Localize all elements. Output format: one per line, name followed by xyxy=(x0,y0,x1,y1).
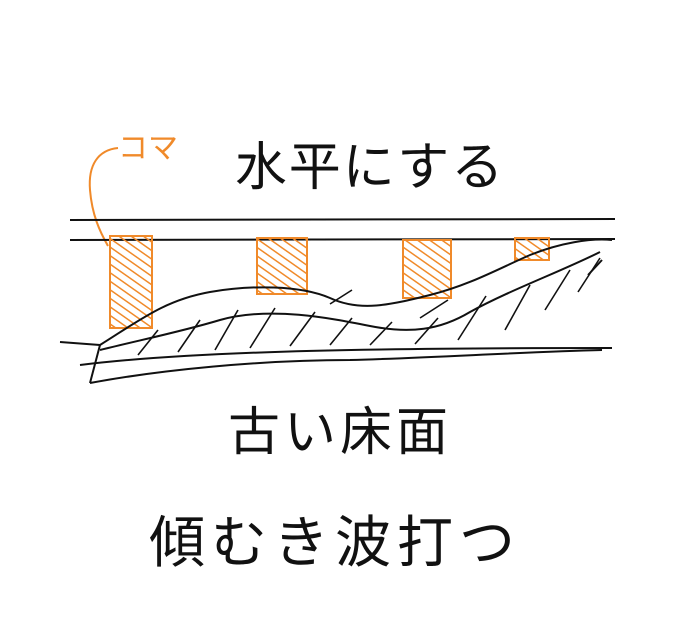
shim-label: コマ xyxy=(118,131,178,166)
shim-block xyxy=(109,235,153,329)
shim-block xyxy=(256,237,308,295)
shim-leader-line xyxy=(88,147,119,247)
subtitle-text: 傾むき波打つ xyxy=(149,511,521,576)
level-line-top xyxy=(69,218,616,221)
shims xyxy=(109,235,550,329)
shim-block xyxy=(402,239,452,299)
heading-text: 水平にする xyxy=(235,138,506,198)
floor-hatching xyxy=(137,257,601,356)
old-floor-slab xyxy=(59,238,613,384)
floor-label: 古い床面 xyxy=(228,403,452,463)
